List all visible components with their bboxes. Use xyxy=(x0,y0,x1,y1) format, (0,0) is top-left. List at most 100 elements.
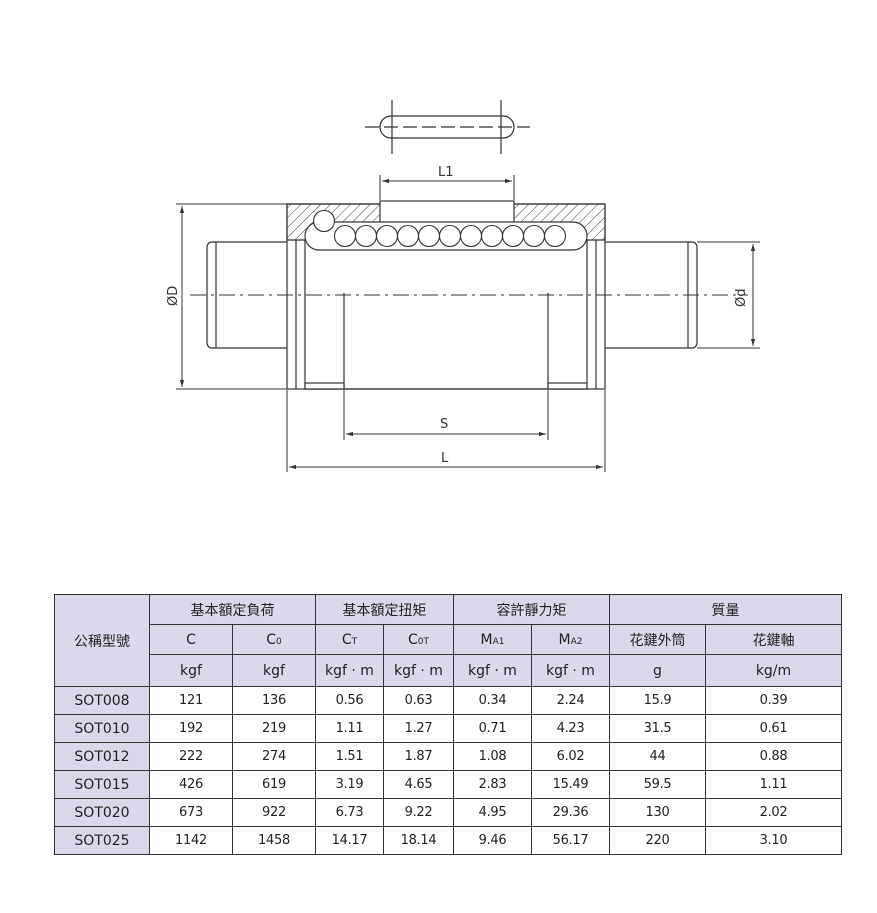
model-cell: SOT015 xyxy=(54,770,150,799)
model-cell: SOT025 xyxy=(54,826,150,855)
model-cell: SOT020 xyxy=(54,798,150,827)
label-l: L xyxy=(441,451,449,466)
value-cell: 222 xyxy=(149,742,233,771)
ball xyxy=(543,224,567,248)
value-cell: 0.63 xyxy=(383,686,454,715)
value-cell: 1.87 xyxy=(383,742,454,771)
value-cell: 15.9 xyxy=(609,686,706,715)
value-cell: 2.02 xyxy=(705,798,842,827)
unit-header: kgf · m xyxy=(315,654,384,687)
label-outer-diameter: ØD xyxy=(166,286,181,306)
label-l1: L1 xyxy=(438,165,454,180)
symbol-header: MA2 xyxy=(531,624,610,655)
value-cell: 9.22 xyxy=(383,798,454,827)
model-header: 公稱型號 xyxy=(54,594,150,687)
dim-outer-diameter xyxy=(176,203,287,390)
symbol-subscript: A2 xyxy=(570,636,583,647)
value-cell: 0.39 xyxy=(705,686,842,715)
value-cell: 136 xyxy=(232,686,316,715)
ball xyxy=(501,224,525,248)
key-top-view xyxy=(365,100,530,154)
value-cell: 31.5 xyxy=(609,714,706,743)
value-cell: 2.83 xyxy=(453,770,532,799)
symbol-main: C xyxy=(341,631,352,648)
value-cell: 4.95 xyxy=(453,798,532,827)
value-cell: 59.5 xyxy=(609,770,706,799)
value-cell: 1.08 xyxy=(453,742,532,771)
value-cell: 9.46 xyxy=(453,826,532,855)
symbol-main: C xyxy=(186,631,196,648)
value-cell: 2.24 xyxy=(531,686,610,715)
value-cell: 18.14 xyxy=(383,826,454,855)
value-cell: 0.61 xyxy=(705,714,842,743)
label-inner-diameter: Ød xyxy=(734,289,749,307)
symbol-subscript: 0T xyxy=(417,636,429,647)
symbol-header: C0 xyxy=(232,624,316,655)
value-cell: 922 xyxy=(232,798,316,827)
symbol-header: C0T xyxy=(383,624,454,655)
ball xyxy=(375,224,399,248)
dim-l1 xyxy=(379,175,515,200)
dim-inner-diameter xyxy=(697,241,760,349)
spline-nut xyxy=(286,200,606,390)
symbol-header: MA1 xyxy=(453,624,532,655)
value-cell: 44 xyxy=(609,742,706,771)
symbol-main: C xyxy=(266,631,277,648)
unit-header: kgf xyxy=(149,654,233,687)
symbol-header: 花鍵軸 xyxy=(705,624,842,655)
model-cell: SOT008 xyxy=(54,686,150,715)
value-cell: 130 xyxy=(609,798,706,827)
value-cell: 3.19 xyxy=(315,770,384,799)
value-cell: 0.34 xyxy=(453,686,532,715)
spline-bearing-drawing: L1 S L ØD Ød xyxy=(166,100,760,472)
group-header-torque: 基本額定扭矩 xyxy=(315,594,454,625)
value-cell: 3.10 xyxy=(705,826,842,855)
value-cell: 0.56 xyxy=(315,686,384,715)
value-cell: 1458 xyxy=(232,826,316,855)
symbol-main: 花鍵軸 xyxy=(752,632,795,649)
group-header-load: 基本額定負荷 xyxy=(149,594,316,625)
value-cell: 14.17 xyxy=(315,826,384,855)
value-cell: 6.73 xyxy=(315,798,384,827)
value-cell: 4.23 xyxy=(531,714,610,743)
value-cell: 121 xyxy=(149,686,233,715)
ball xyxy=(354,224,378,248)
unit-header: g xyxy=(609,654,706,687)
symbol-main: M xyxy=(558,631,571,648)
symbol-header: CT xyxy=(315,624,384,655)
value-cell: 56.17 xyxy=(531,826,610,855)
value-cell: 220 xyxy=(609,826,706,855)
symbol-main: 花鍵外筒 xyxy=(629,632,686,649)
value-cell: 1.11 xyxy=(705,770,842,799)
dim-s xyxy=(343,390,549,440)
unit-header: kgf · m xyxy=(453,654,532,687)
value-cell: 29.36 xyxy=(531,798,610,827)
symbol-main: M xyxy=(480,631,493,648)
group-header-mass: 質量 xyxy=(609,594,842,625)
value-cell: 619 xyxy=(232,770,316,799)
dim-l xyxy=(286,390,606,472)
unit-header: kgf · m xyxy=(383,654,454,687)
ball xyxy=(459,224,483,248)
value-cell: 6.02 xyxy=(531,742,610,771)
value-cell: 0.88 xyxy=(705,742,842,771)
value-cell: 274 xyxy=(232,742,316,771)
model-cell: SOT010 xyxy=(54,714,150,743)
symbol-subscript: 0 xyxy=(276,636,282,647)
unit-header: kgf · m xyxy=(531,654,610,687)
symbol-header: 花鍵外筒 xyxy=(609,624,706,655)
value-cell: 219 xyxy=(232,714,316,743)
symbol-subscript: T xyxy=(351,636,358,647)
ball xyxy=(417,224,441,248)
model-cell: SOT012 xyxy=(54,742,150,771)
value-cell: 0.71 xyxy=(453,714,532,743)
unit-header: kg/m xyxy=(705,654,842,687)
